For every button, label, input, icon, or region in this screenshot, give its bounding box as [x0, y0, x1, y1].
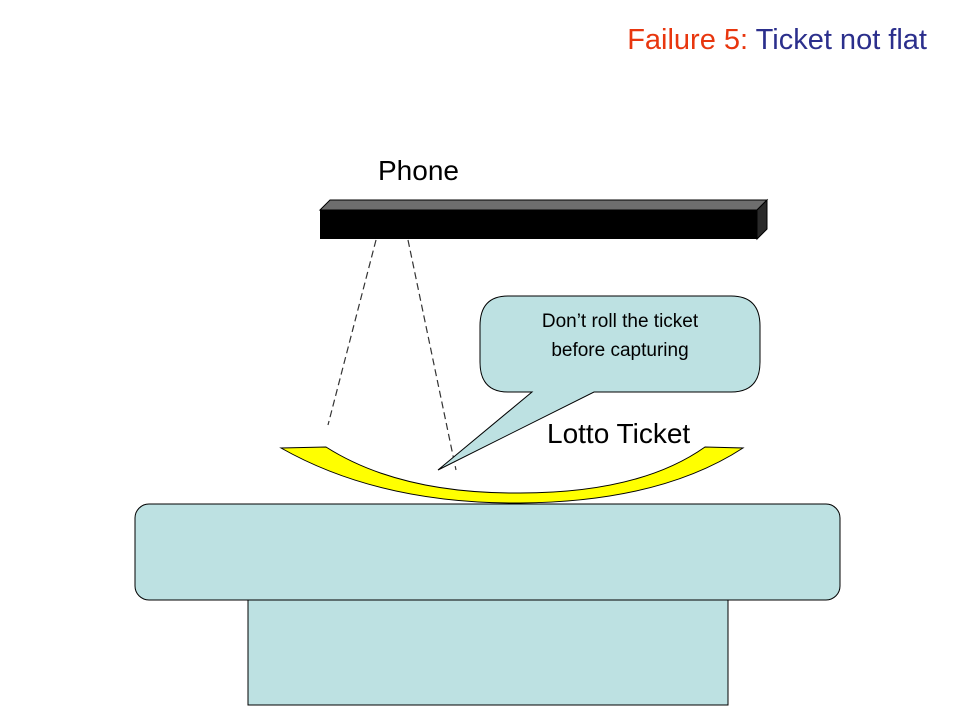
- view-line-right: [407, 239, 457, 471]
- lotto-ticket-label: Lotto Ticket: [547, 418, 690, 449]
- callout-line-2: before capturing: [551, 340, 688, 361]
- phone-top-face: [318, 199, 769, 211]
- table-base: [247, 599, 729, 706]
- title-description: Ticket not flat: [748, 24, 927, 56]
- title-separator: :: [740, 24, 749, 56]
- phone-bar: [318, 198, 769, 241]
- phone-label: Phone: [378, 155, 459, 186]
- phone-front-face: [320, 210, 757, 239]
- callout-line-1: Don’t roll the ticket: [542, 311, 699, 332]
- slide-title: Failure 5: Ticket not flat: [627, 24, 927, 57]
- curved-lotto-ticket: [279, 446, 745, 504]
- title-failure-label: Failure 5: [627, 24, 741, 56]
- view-line-left: [327, 239, 377, 426]
- callout-bubble: [437, 295, 761, 471]
- table-top: [134, 503, 841, 601]
